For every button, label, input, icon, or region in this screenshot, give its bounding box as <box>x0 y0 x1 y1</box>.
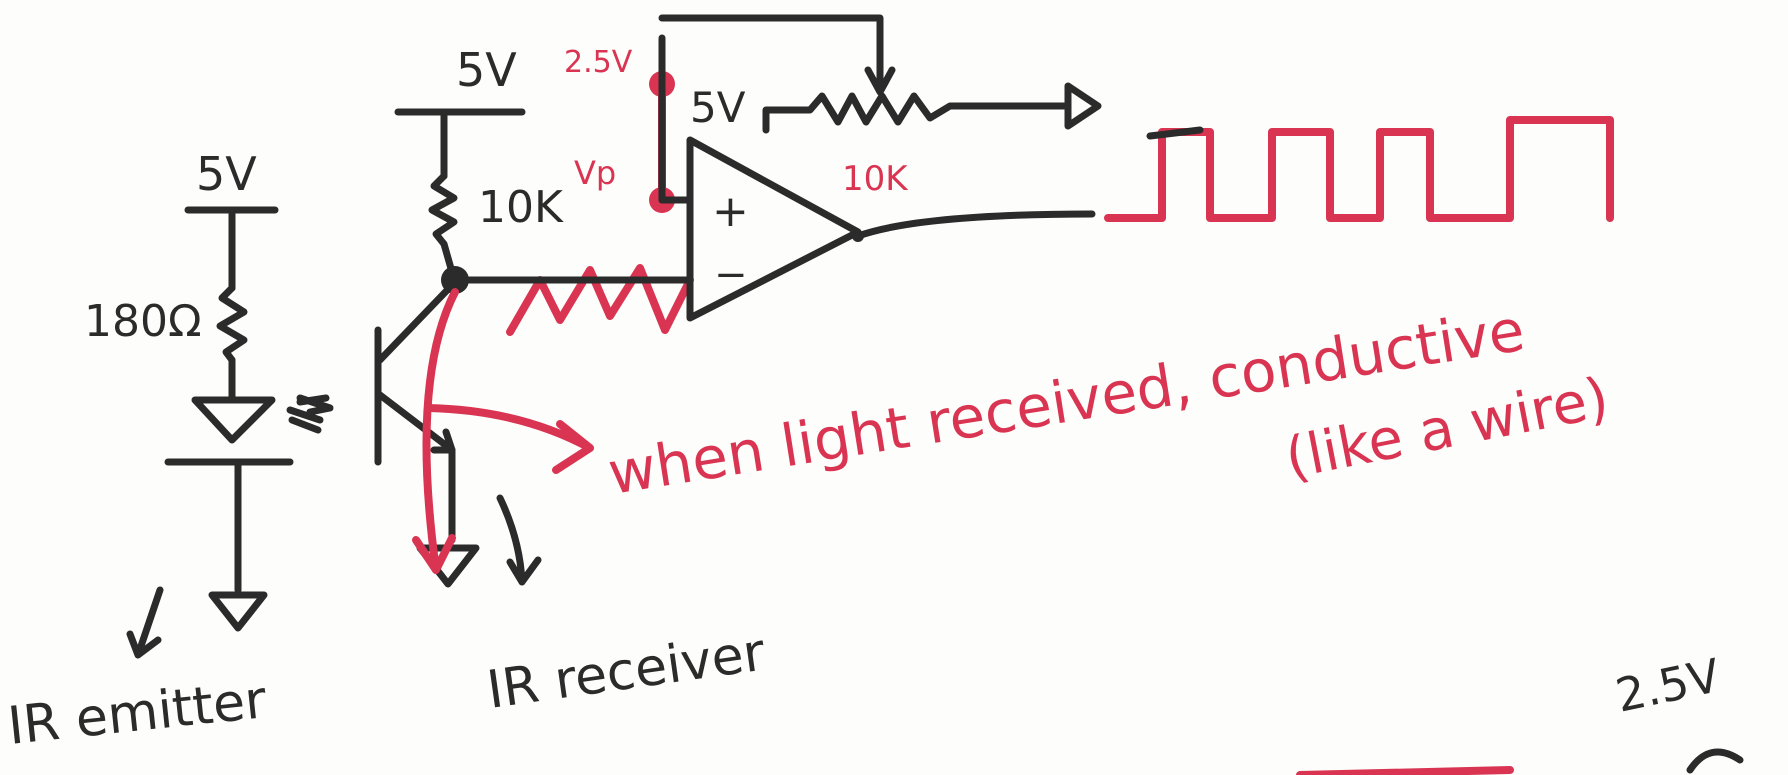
vp-label: Vp <box>574 154 616 192</box>
pullup-resistor-label: 10K <box>478 182 564 233</box>
emitter-caption: IR emitter <box>5 670 270 757</box>
square-wave-top-mark <box>1146 126 1204 140</box>
receiver-supply-label: 5V <box>456 43 517 97</box>
pot-resistor-label: 10K <box>842 159 909 199</box>
red-annotations <box>412 71 694 574</box>
light-rays <box>288 394 334 434</box>
signal-zigzag <box>506 264 694 336</box>
opamp-triangle <box>686 136 862 322</box>
pullup-resistor-symbol <box>428 172 458 248</box>
corner-red-line <box>1296 766 1514 775</box>
note-pointer-arrow <box>424 404 594 474</box>
phototransistor-emitter <box>376 391 456 454</box>
opamp-minus-sign: − <box>714 252 748 298</box>
receiver-pointer-arrow <box>496 494 542 586</box>
corner-voltage-label: 2.5V <box>1611 648 1725 723</box>
phototransistor-collector <box>376 278 459 364</box>
opamp-supply-label: 5V <box>690 83 746 132</box>
emitter-ground-symbol <box>208 591 268 632</box>
output-waveform <box>1104 116 1614 222</box>
pot-ground-arrow <box>1064 82 1102 130</box>
corner-fragment <box>1296 748 1744 775</box>
opamp-comparator <box>454 14 1102 322</box>
emitter-resistor-symbol <box>216 284 248 364</box>
corner-black-arc <box>1686 748 1744 774</box>
emitter-pointer-arrow <box>126 586 164 659</box>
receiver-caption: IR receiver <box>483 622 769 720</box>
ref-voltage-label: 2.5V <box>564 45 633 80</box>
feedback-loop <box>658 14 896 96</box>
note-line-1: when light received, conductive <box>604 296 1529 508</box>
output-wire <box>854 210 1096 240</box>
emitter-branch <box>126 206 330 659</box>
opamp-plus-sign: + <box>712 186 749 237</box>
emitter-resistor-label: 180Ω <box>84 296 202 347</box>
pot-resistor-symbol <box>762 92 1072 134</box>
ir-led-symbol <box>191 396 276 444</box>
emitter-supply-label: 5V <box>196 147 257 201</box>
